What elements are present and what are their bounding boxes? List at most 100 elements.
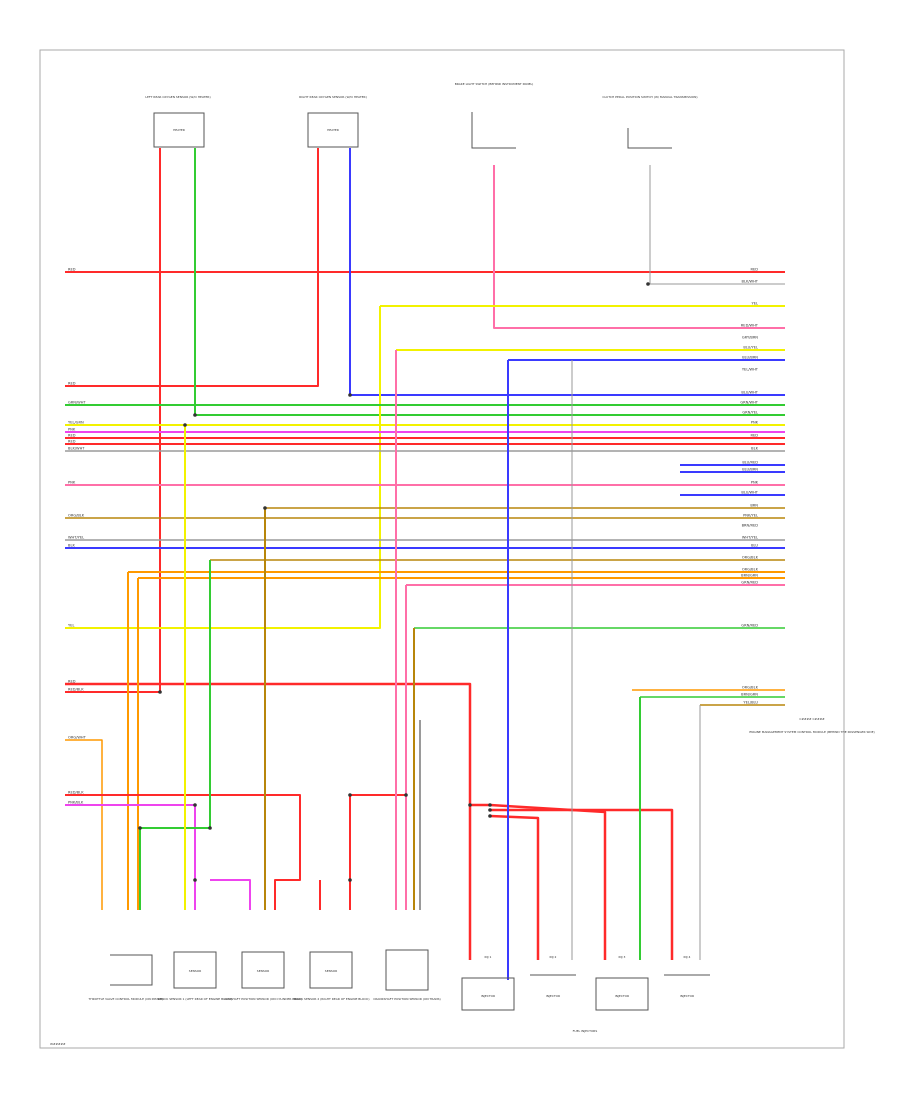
splice-dot	[193, 413, 197, 417]
right-wire-label: BLU/YEL	[743, 346, 758, 350]
splice-dot	[183, 423, 187, 427]
left-wire-label: BLK	[68, 544, 75, 548]
left-wire-label: WHT/YEL	[68, 536, 84, 540]
right-wire-label: BLK	[751, 447, 758, 451]
right-rear-oxygen-sensor: RIGHT REAR OXYGEN SENSOR (W/O HEATER) HE…	[299, 95, 367, 148]
left-wire-label: BLK/WHT	[68, 447, 85, 451]
left-rear-oxygen-sensor-label: LEFT REAR OXYGEN SENSOR (W/O HEATER)	[145, 95, 210, 99]
left-wire-label: PNK	[68, 428, 76, 432]
injector-3-box-text: INJECTOR	[615, 994, 629, 998]
right-wire-label: BLK/WHT	[742, 280, 759, 284]
splice-dot	[348, 793, 352, 797]
knock-sensor-1-box-text: SENSOR	[189, 969, 201, 973]
left-rear-oxygen-sensor-box	[153, 112, 205, 148]
splice-dot	[263, 506, 267, 510]
wire-yellow-left	[65, 306, 381, 629]
splice-dot	[488, 803, 492, 807]
clutch-pedal-position-switch-symbol	[627, 128, 672, 149]
right-wire-label: BLU/WHT	[741, 391, 758, 395]
right-wire-label: PNK	[751, 421, 759, 425]
splice-dot	[138, 826, 142, 830]
throttle-valve-control-module-label: THROTTLE VALVE CONTROL MODULE (ON INTAKE…	[88, 997, 164, 1001]
right-wire-label: RED/WHT	[741, 324, 759, 328]
injector-1-box-text: INJECTOR	[481, 994, 495, 998]
wire-magenta-knock	[65, 804, 196, 910]
right-wire-label: GRN/RED	[741, 581, 758, 585]
knock-sensor-2-box-text: SENSOR	[325, 969, 337, 973]
camshaft-position-sensor: SENSOR CAMSHAFT POSITION SENSOR (ON CYLI…	[224, 951, 302, 1001]
wire-red-inj-2	[489, 814, 540, 960]
knock-sensor-1-box	[173, 951, 217, 989]
right-rear-oxygen-sensor-label: RIGHT REAR OXYGEN SENSOR (W/O HEATER)	[299, 95, 367, 99]
clutch-pedal-position-switch-label: CLUTCH PEDAL POSITION SWITCH (W/ MANUAL …	[602, 95, 697, 99]
right-wire-label: BRN	[750, 504, 758, 508]
splice-dot	[348, 878, 352, 882]
injector-4-box-text: INJECTOR	[680, 994, 694, 998]
right-wire-label: BLU/RED	[742, 461, 758, 465]
left-wire-label: RED	[68, 268, 76, 272]
injector-3-label: INJ 3	[619, 955, 626, 959]
ecm-label: ENGINE MANAGEMENT SYSTEM CONTROL MODULE …	[749, 730, 874, 734]
splice-dot	[348, 393, 352, 397]
wire-group	[65, 148, 785, 980]
splice-dot	[488, 808, 492, 812]
right-wire-label: GRN/YEL	[742, 411, 758, 415]
left-wire-label: PNK/BLK	[68, 801, 84, 805]
brake-light-switch: BRAKE LIGHT SWITCH (BEHIND INSTRUMENT PA…	[455, 82, 533, 149]
right-wire-label: PNK	[751, 481, 759, 485]
ecm-connector-label: C#### C####	[799, 717, 825, 721]
throttle-valve-control-module-box	[110, 954, 153, 986]
injector-1-box	[461, 977, 515, 1011]
right-wire-labels: REDBLK/WHTYELRED/WHTGRY/BRNBLU/YELBLU/BR…	[740, 268, 758, 705]
left-wire-label: RED	[68, 382, 76, 386]
crankshaft-position-sensor-box	[385, 949, 429, 991]
right-wire-label: WHT/YEL	[742, 536, 758, 540]
left-wire-label: GRN/WHT	[68, 401, 86, 405]
right-wire-label: GRN/RED	[741, 624, 758, 628]
knock-sensor-2: SENSOR KNOCK SENSOR 2 (RIGHT REAR OF ENG…	[292, 951, 370, 1001]
left-wire-label: YEL/GRN	[68, 421, 84, 425]
wire-red-inj-3	[489, 803, 607, 960]
wire-red-inj-4	[490, 808, 674, 960]
right-wire-label: RED	[750, 268, 758, 272]
fuel-injectors-label: FUEL INJECTORS	[573, 1029, 598, 1033]
brake-light-switch-symbol	[471, 112, 516, 149]
fuel-injectors: INJ 1 INJECTOR INJ 2 INJECTOR INJ 3 INJE…	[461, 955, 710, 1033]
right-wire-label: BLU/BRN	[742, 468, 758, 472]
clutch-pedal-position-switch: CLUTCH PEDAL POSITION SWITCH (W/ MANUAL …	[602, 95, 698, 149]
right-wire-label: BRN/GRN	[741, 574, 758, 578]
right-wire-label: BLU/WHT	[741, 491, 758, 495]
right-wire-label: YEL/BLU	[743, 701, 758, 705]
footer-code: W#####	[50, 1042, 66, 1046]
wire-magenta-cam	[210, 879, 251, 910]
throttle-valve-control-module: THROTTLE VALVE CONTROL MODULE (ON INTAKE…	[88, 954, 164, 1001]
splice-dot	[646, 282, 650, 286]
right-wire-label: GRN/WHT	[740, 401, 758, 405]
splice-dot	[468, 803, 472, 807]
camshaft-position-sensor-label: CAMSHAFT POSITION SENSOR (ON CYLINDER HE…	[224, 997, 302, 1001]
splice-dot	[488, 814, 492, 818]
crankshaft-position-sensor-label: CRANKSHAFT POSITION SENSOR (ON TRANS)	[373, 997, 440, 1001]
right-rear-oxygen-sensor-box	[307, 112, 359, 148]
right-wire-label: ORG/BLK	[742, 568, 759, 572]
wire-red-o2-right	[65, 148, 319, 387]
wire-orange-throttle	[65, 739, 103, 910]
injector-3-box	[595, 977, 649, 1011]
right-wire-label: BRN/GRN	[741, 693, 758, 697]
wire-red-injector-feed	[65, 682, 472, 960]
left-wire-label: RED/BLK	[68, 791, 84, 795]
right-wire-label: GRY/BRN	[742, 336, 758, 340]
left-rear-oxygen-sensor: LEFT REAR OXYGEN SENSOR (W/O HEATER) HEA…	[145, 95, 211, 148]
wire-green-knock	[140, 560, 211, 829]
splice-dot	[208, 826, 212, 830]
injector-2-box-text: INJECTOR	[546, 994, 560, 998]
right-wire-label: RED	[750, 434, 758, 438]
left-rear-oxygen-sensor-heater: HEATER	[173, 128, 185, 132]
knock-sensor-2-label: KNOCK SENSOR 2 (RIGHT REAR OF ENGINE BLO…	[292, 997, 369, 1001]
knock-sensor-2-box	[309, 951, 353, 989]
crankshaft-position-sensor: CRANKSHAFT POSITION SENSOR (ON TRANS)	[373, 949, 441, 1001]
camshaft-position-sensor-box-text: SENSOR	[257, 969, 269, 973]
wire-red-sensor	[65, 794, 301, 910]
right-wire-label: PNK/YEL	[743, 514, 758, 518]
